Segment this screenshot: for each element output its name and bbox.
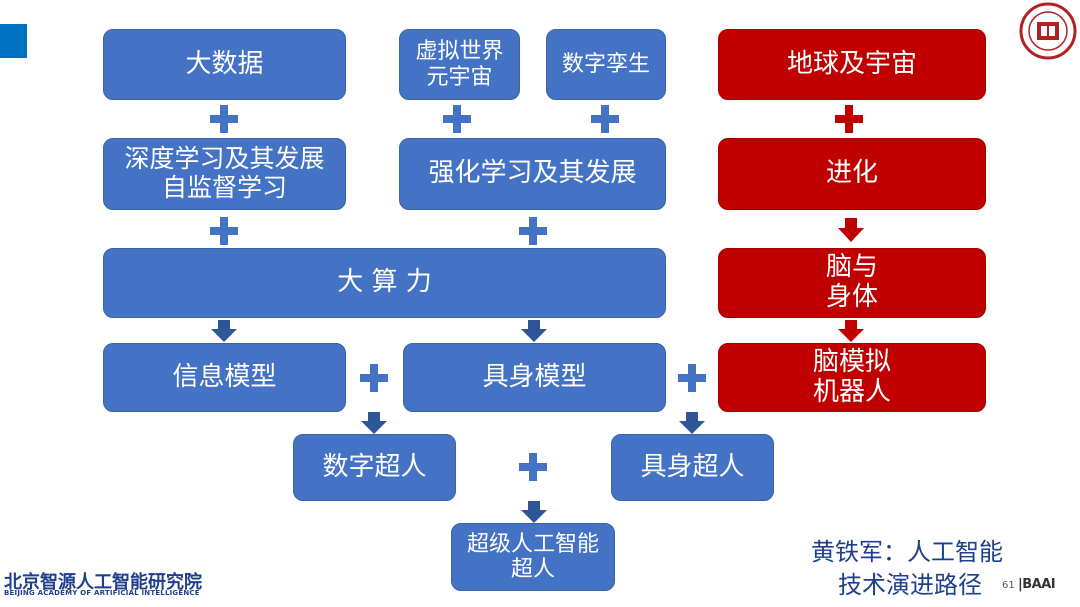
info-model-box: 信息模型 [103, 343, 346, 412]
plus-icon [517, 215, 549, 247]
corner-accent [0, 24, 27, 58]
deep-learning-box: 深度学习及其发展 自监督学习 [103, 138, 346, 210]
caption-line-2: 技术演进路径 [838, 571, 982, 599]
embodied-superhuman-box: 具身超人 [611, 434, 774, 501]
arrow-down-icon [211, 320, 237, 342]
arrow-down-icon [521, 320, 547, 342]
arrow-down-icon [679, 412, 705, 434]
plus-icon [517, 451, 549, 483]
arrow-down-icon [838, 218, 864, 242]
reinforcement-learning-box: 强化学习及其发展 [399, 138, 666, 210]
org-name-en: BEIJING ACADEMY OF ARTIFICIAL INTELLIGEN… [4, 589, 200, 597]
plus-icon [358, 362, 390, 394]
arrow-down-icon [521, 501, 547, 523]
caption-line-1: 黄铁军：人工智能 [811, 538, 1003, 566]
org-name-cn: 北京智源人工智能研究院 [4, 572, 202, 593]
plus-icon [676, 362, 708, 394]
plus-icon [441, 103, 473, 135]
virtual-world-box: 虚拟世界 元宇宙 [399, 29, 520, 100]
big-data-box: 大数据 [103, 29, 346, 100]
arrow-down-icon [361, 412, 387, 434]
brain-robot-box: 脑模拟 机器人 [718, 343, 986, 412]
plus-icon [589, 103, 621, 135]
plus-icon [208, 103, 240, 135]
evolution-box: 进化 [718, 138, 986, 210]
arrow-down-icon [838, 320, 864, 342]
earth-universe-box: 地球及宇宙 [718, 29, 986, 100]
university-seal-logo [1019, 2, 1077, 60]
page-number: 61 [1002, 580, 1015, 591]
baai-logo: |BAAI [1018, 577, 1056, 592]
super-ai-box: 超级人工智能 超人 [451, 523, 615, 591]
plus-icon [208, 215, 240, 247]
digital-twin-box: 数字孪生 [546, 29, 666, 100]
compute-power-box: 大 算 力 [103, 248, 666, 318]
brain-body-box: 脑与 身体 [718, 248, 986, 318]
digital-superhuman-box: 数字超人 [293, 434, 456, 501]
plus-icon [833, 103, 865, 135]
embodied-model-box: 具身模型 [403, 343, 666, 412]
